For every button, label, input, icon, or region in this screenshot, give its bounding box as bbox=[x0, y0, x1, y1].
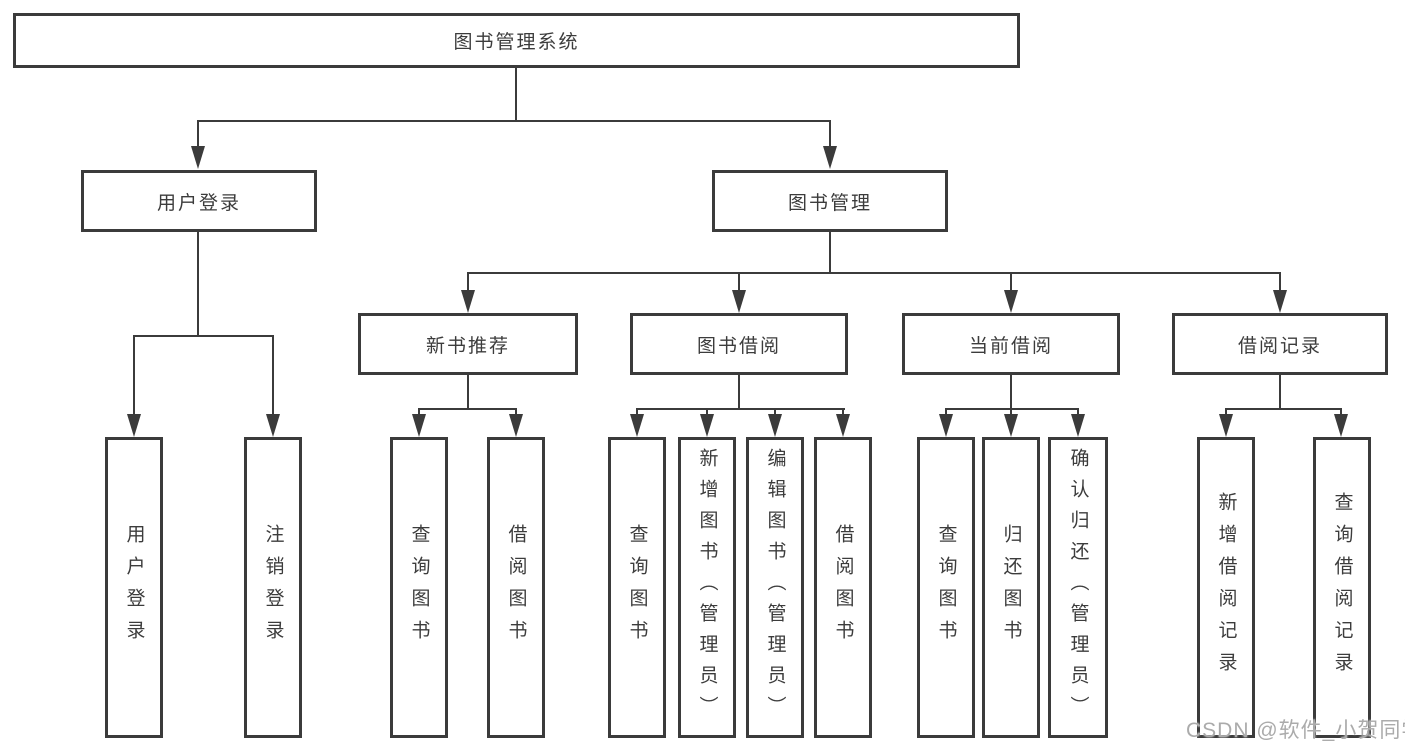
connector-l3-drop-1 bbox=[467, 272, 469, 292]
leaf-current-return: 归还图书 bbox=[982, 437, 1040, 738]
node-borrow-record: 借阅记录 bbox=[1172, 313, 1388, 375]
arrow-down-icon bbox=[191, 146, 205, 169]
arrow-down-icon bbox=[630, 414, 644, 437]
connector-newbook-rail bbox=[418, 408, 517, 410]
leaf-record-query: 查询借阅记录 bbox=[1313, 437, 1371, 738]
csdn-watermark: CSDN @软件_小贺同学 bbox=[1186, 719, 1405, 742]
arrow-down-icon bbox=[1071, 414, 1085, 437]
connector-root-stem bbox=[515, 68, 517, 120]
leaf-current-query: 查询图书 bbox=[917, 437, 975, 738]
connector-login-drop-right bbox=[272, 335, 274, 417]
connector-drop bbox=[842, 408, 844, 418]
arrow-down-icon bbox=[836, 414, 850, 437]
leaf-current-confirm-admin: 确认归还（管理员） bbox=[1048, 437, 1108, 738]
node-new-book: 新书推荐 bbox=[358, 313, 578, 375]
arrow-down-icon bbox=[412, 414, 426, 437]
arrow-down-icon bbox=[700, 414, 714, 437]
connector-borrow-rail bbox=[636, 408, 845, 410]
connector-drop bbox=[945, 408, 947, 418]
connector-record-stem bbox=[1279, 375, 1281, 408]
leaf-borrow-edit-admin: 编辑图书（管理员） bbox=[746, 437, 804, 738]
connector-l3-drop-3 bbox=[1010, 272, 1012, 292]
connector-login-rail bbox=[133, 335, 274, 337]
arrow-down-icon bbox=[1004, 414, 1018, 437]
connector-l2-drop-right bbox=[829, 120, 831, 148]
leaf-logout: 注销登录 bbox=[244, 437, 302, 738]
connector-drop bbox=[1010, 408, 1012, 418]
node-root: 图书管理系统 bbox=[13, 13, 1020, 68]
connector-newbook-stem bbox=[467, 375, 469, 408]
leaf-record-add: 新增借阅记录 bbox=[1197, 437, 1255, 738]
node-current-borrow: 当前借阅 bbox=[902, 313, 1120, 375]
arrow-down-icon bbox=[461, 290, 475, 313]
arrow-down-icon bbox=[266, 414, 280, 437]
connector-login-drop-left bbox=[133, 335, 135, 417]
arrow-down-icon bbox=[1004, 290, 1018, 313]
leaf-borrow-add-admin: 新增图书（管理员） bbox=[678, 437, 736, 738]
connector-l3-drop-2 bbox=[738, 272, 740, 292]
connector-drop bbox=[774, 408, 776, 418]
leaf-newbook-borrow: 借阅图书 bbox=[487, 437, 545, 738]
node-book-borrow: 图书借阅 bbox=[630, 313, 848, 375]
connector-drop bbox=[515, 408, 517, 418]
arrow-down-icon bbox=[1273, 290, 1287, 313]
arrow-down-icon bbox=[1219, 414, 1233, 437]
leaf-user-login: 用户登录 bbox=[105, 437, 163, 738]
connector-l2-drop-left bbox=[197, 120, 199, 148]
connector-record-rail bbox=[1225, 408, 1342, 410]
connector-manage-stem bbox=[829, 232, 831, 272]
connector-current-rail bbox=[945, 408, 1079, 410]
connector-drop bbox=[1340, 408, 1342, 418]
node-user-login: 用户登录 bbox=[81, 170, 317, 232]
connector-current-stem bbox=[1010, 375, 1012, 408]
connector-drop bbox=[706, 408, 708, 418]
leaf-borrow-borrow: 借阅图书 bbox=[814, 437, 872, 738]
connector-l2-rail bbox=[197, 120, 831, 122]
arrow-down-icon bbox=[732, 290, 746, 313]
arrow-down-icon bbox=[823, 146, 837, 169]
arrow-down-icon bbox=[768, 414, 782, 437]
connector-l3-rail bbox=[467, 272, 1281, 274]
arrow-down-icon bbox=[509, 414, 523, 437]
connector-borrow-stem bbox=[738, 375, 740, 408]
connector-drop bbox=[636, 408, 638, 418]
connector-drop bbox=[1077, 408, 1079, 418]
connector-drop bbox=[418, 408, 420, 418]
leaf-borrow-query: 查询图书 bbox=[608, 437, 666, 738]
connector-login-stem bbox=[197, 232, 199, 335]
connector-l3-drop-4 bbox=[1279, 272, 1281, 292]
connector-drop bbox=[1225, 408, 1227, 418]
arrow-down-icon bbox=[127, 414, 141, 437]
node-book-manage: 图书管理 bbox=[712, 170, 948, 232]
arrow-down-icon bbox=[1334, 414, 1348, 437]
leaf-newbook-query: 查询图书 bbox=[390, 437, 448, 738]
arrow-down-icon bbox=[939, 414, 953, 437]
